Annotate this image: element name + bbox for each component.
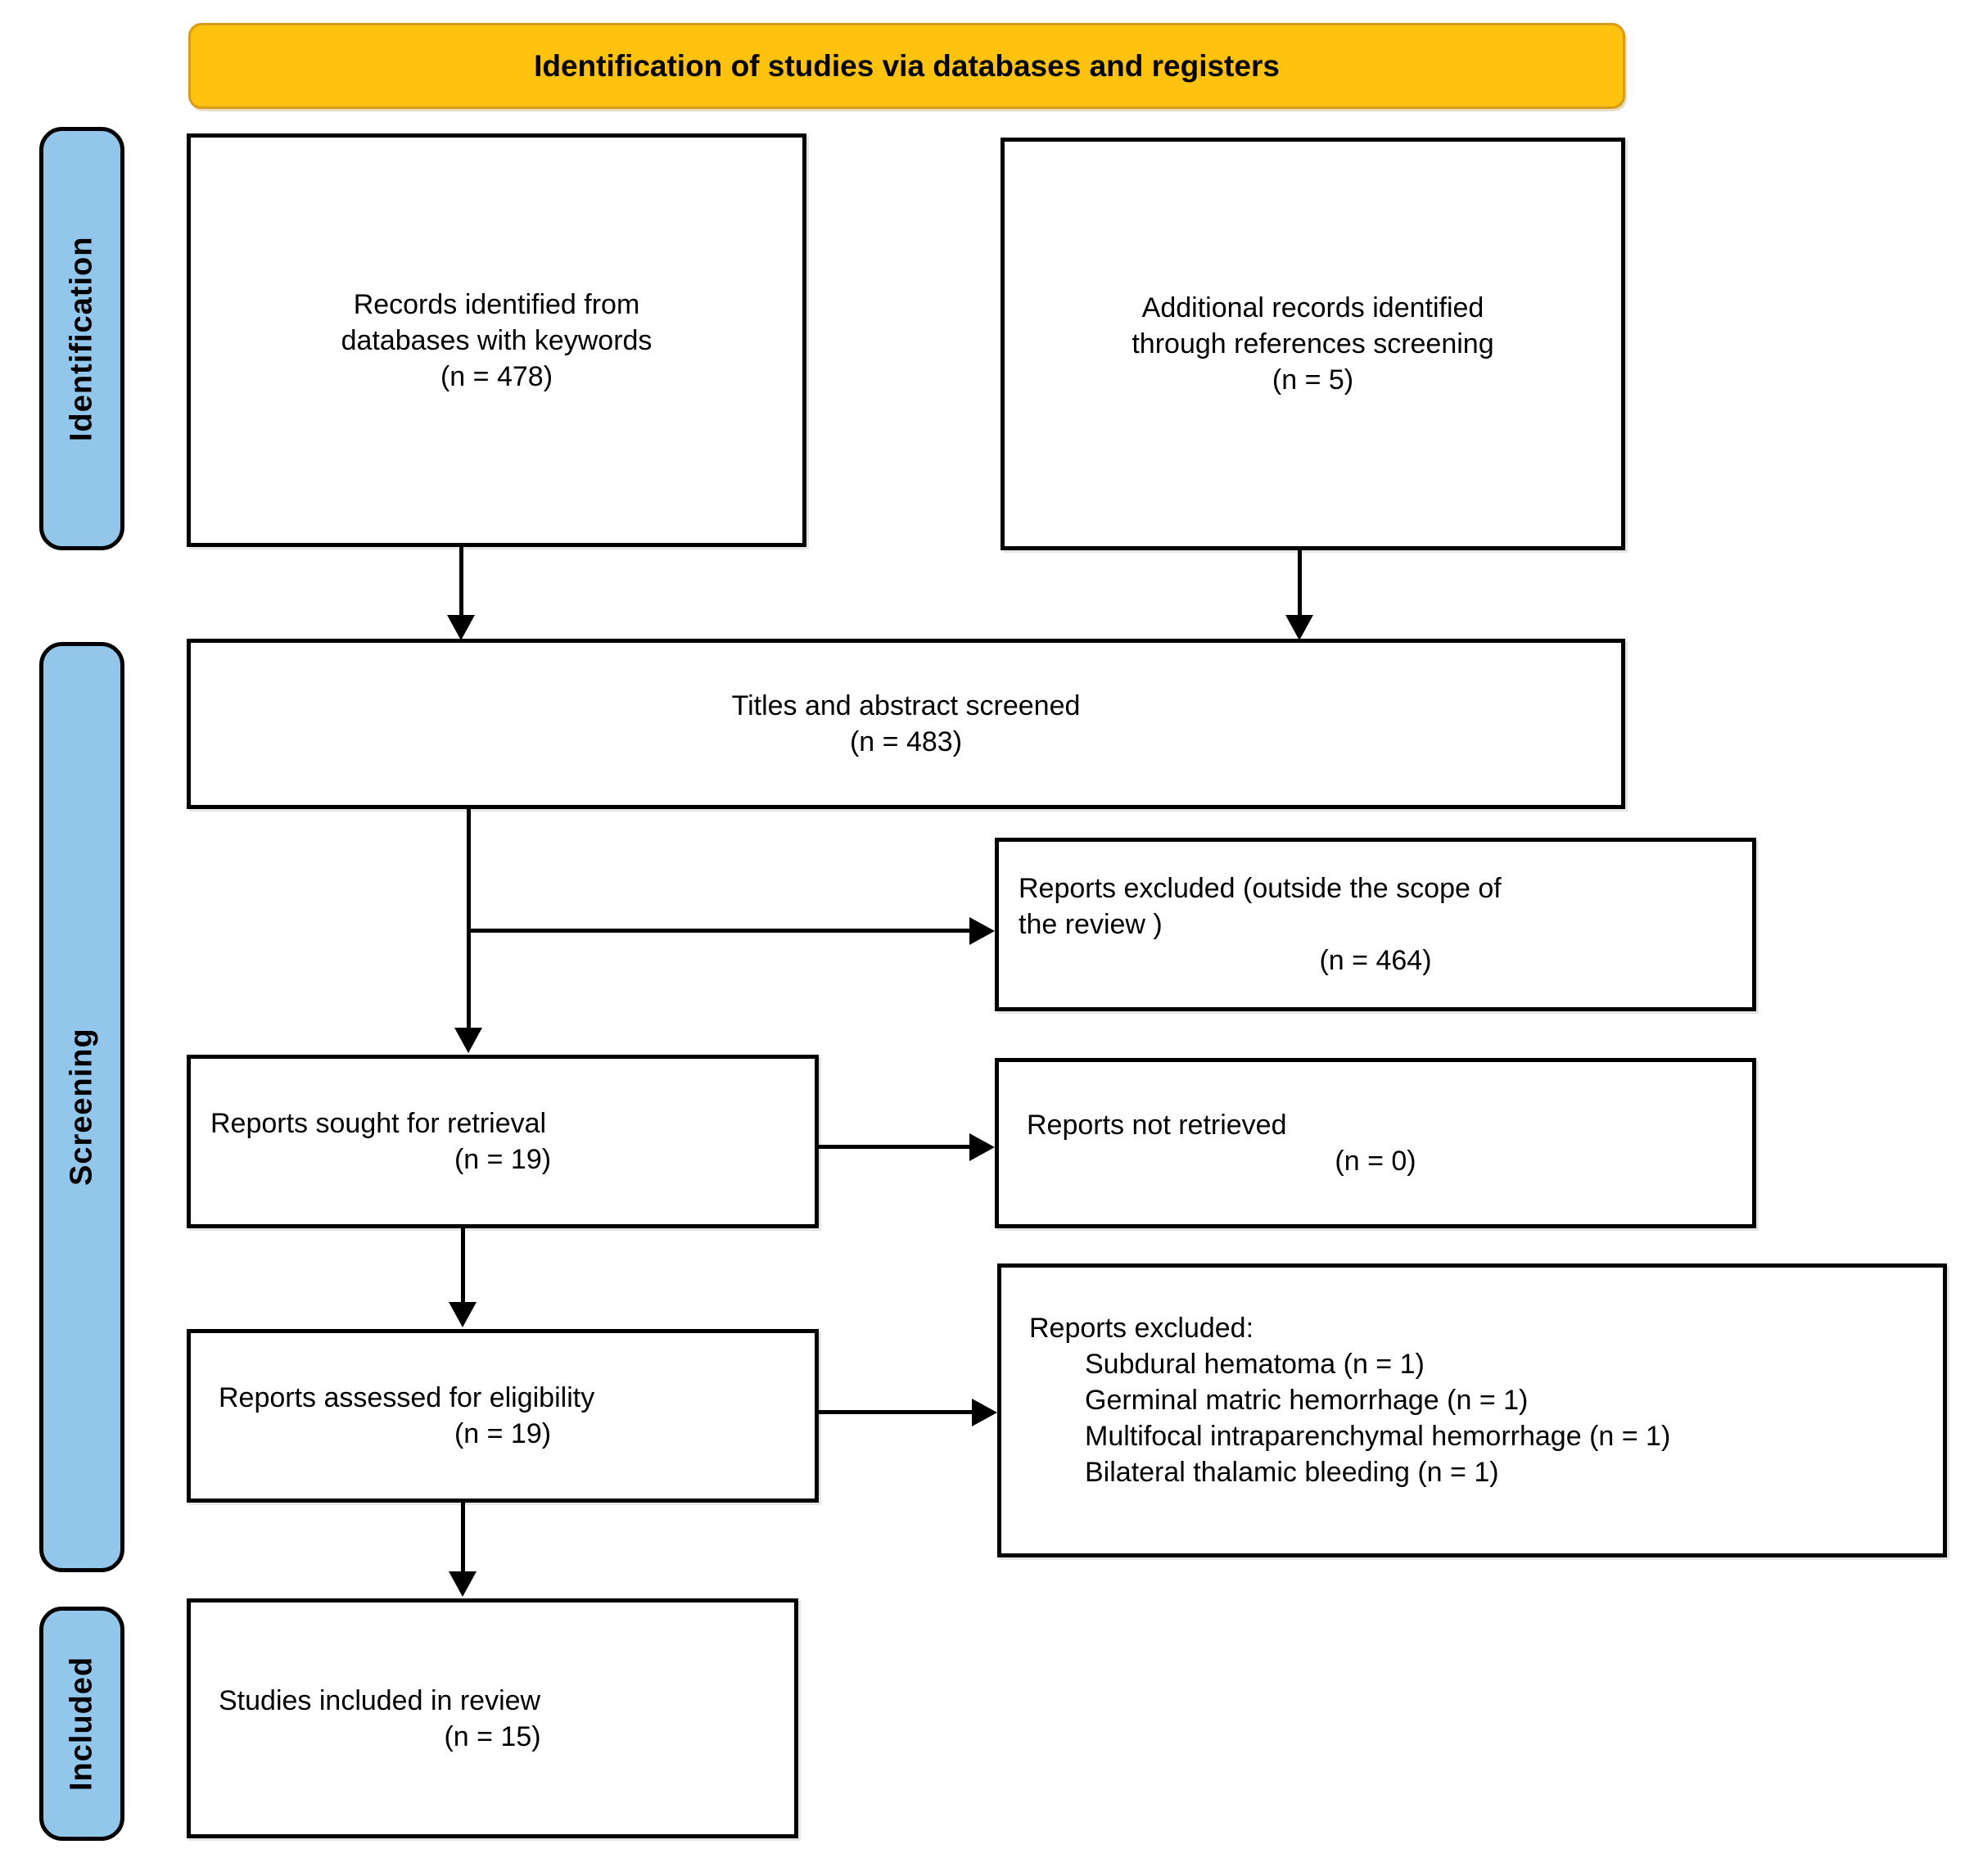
banner-title: Identification of studies via databases … bbox=[188, 23, 1625, 109]
connector-screened-to-sought-line bbox=[467, 809, 471, 1029]
box-sought-retrieval-line1: Reports sought for retrieval bbox=[210, 1108, 547, 1139]
box-excluded-scope-line1: Reports excluded (outside the scope of bbox=[1019, 873, 1502, 904]
box-included-studies-line1: Studies included in review bbox=[219, 1684, 541, 1716]
stage-label-included: Included bbox=[39, 1607, 124, 1841]
box-excluded-reasons-item-2: Germinal matric hemorrhage (n = 1) bbox=[1085, 1385, 1529, 1416]
box-excluded-reasons-item-1: Subdural hematoma (n = 1) bbox=[1085, 1349, 1425, 1380]
box-excluded-reasons-item-3: Multifocal intraparenchymal hemorrhage (… bbox=[1085, 1421, 1671, 1452]
box-sought-retrieval: Reports sought for retrieval (n = 19) bbox=[187, 1055, 819, 1228]
box-records-databases-count: (n = 478) bbox=[440, 360, 553, 392]
box-records-references-line2: through references screening bbox=[1132, 328, 1494, 359]
connector-sought-to-assessed-line bbox=[461, 1228, 465, 1304]
connector-sought-to-assessed-arrowhead-icon bbox=[449, 1302, 477, 1327]
connector-assessed-to-included-line bbox=[461, 1503, 465, 1575]
stage-label-included-text: Included bbox=[64, 1656, 99, 1792]
connector-sought-to-notretrieved-arrowhead-icon bbox=[969, 1133, 995, 1161]
connector-assessed-to-excluded-arrowhead-icon bbox=[972, 1399, 997, 1426]
box-records-references-line1: Additional records identified bbox=[1141, 292, 1484, 323]
connector-sought-to-notretrieved-line bbox=[819, 1145, 972, 1149]
box-excluded-reasons-heading: Reports excluded: bbox=[1029, 1313, 1254, 1344]
box-records-references: Additional records identified through re… bbox=[1001, 138, 1625, 550]
box-records-databases-line2: databases with keywords bbox=[341, 324, 653, 356]
box-assessed-eligibility-line1: Reports assessed for eligibility bbox=[219, 1382, 595, 1413]
connector-screened-to-excluded-line bbox=[468, 929, 972, 933]
connector-db-to-screened-arrowhead-icon bbox=[447, 615, 475, 640]
connector-db-to-screened-line bbox=[459, 547, 463, 622]
box-excluded-scope-line2: the review ) bbox=[1019, 909, 1163, 940]
box-included-studies: Studies included in review (n = 15) bbox=[187, 1598, 798, 1838]
connector-refs-to-screened-arrowhead-icon bbox=[1285, 615, 1313, 640]
box-excluded-scope: Reports excluded (outside the scope of t… bbox=[995, 838, 1756, 1011]
connector-screened-to-sought-arrowhead-icon bbox=[454, 1028, 482, 1053]
box-titles-screened-count: (n = 483) bbox=[849, 726, 963, 757]
box-excluded-reasons-item-4: Bilateral thalamic bleeding (n = 1) bbox=[1085, 1457, 1499, 1488]
box-titles-screened-line1: Titles and abstract screened bbox=[731, 690, 1081, 721]
box-excluded-scope-count: (n = 464) bbox=[1319, 945, 1432, 976]
connector-refs-to-screened-line bbox=[1298, 550, 1302, 622]
box-assessed-eligibility-count: (n = 19) bbox=[454, 1418, 552, 1449]
connector-assessed-to-excluded-line bbox=[819, 1410, 974, 1414]
stage-label-identification-text: Identification bbox=[64, 236, 99, 441]
box-included-studies-count: (n = 15) bbox=[444, 1720, 541, 1752]
stage-label-screening-text: Screening bbox=[64, 1028, 99, 1187]
stage-label-identification: Identification bbox=[39, 127, 124, 550]
banner-title-text: Identification of studies via databases … bbox=[534, 48, 1280, 83]
box-sought-retrieval-count: (n = 19) bbox=[454, 1144, 552, 1175]
box-records-references-count: (n = 5) bbox=[1272, 364, 1354, 396]
box-assessed-eligibility: Reports assessed for eligibility (n = 19… bbox=[187, 1329, 819, 1503]
box-not-retrieved: Reports not retrieved (n = 0) bbox=[995, 1058, 1756, 1228]
box-excluded-reasons: Reports excluded: Subdural hematoma (n =… bbox=[997, 1263, 1947, 1557]
stage-label-screening: Screening bbox=[39, 642, 124, 1572]
box-records-databases: Records identified from databases with k… bbox=[187, 133, 806, 547]
box-titles-screened: Titles and abstract screened (n = 483) bbox=[187, 639, 1625, 809]
box-records-databases-line1: Records identified from bbox=[353, 288, 640, 320]
connector-screened-to-excluded-arrowhead-icon bbox=[969, 917, 995, 945]
box-not-retrieved-line1: Reports not retrieved bbox=[1027, 1110, 1287, 1141]
connector-assessed-to-included-arrowhead-icon bbox=[449, 1571, 477, 1597]
box-not-retrieved-count: (n = 0) bbox=[1335, 1146, 1416, 1177]
